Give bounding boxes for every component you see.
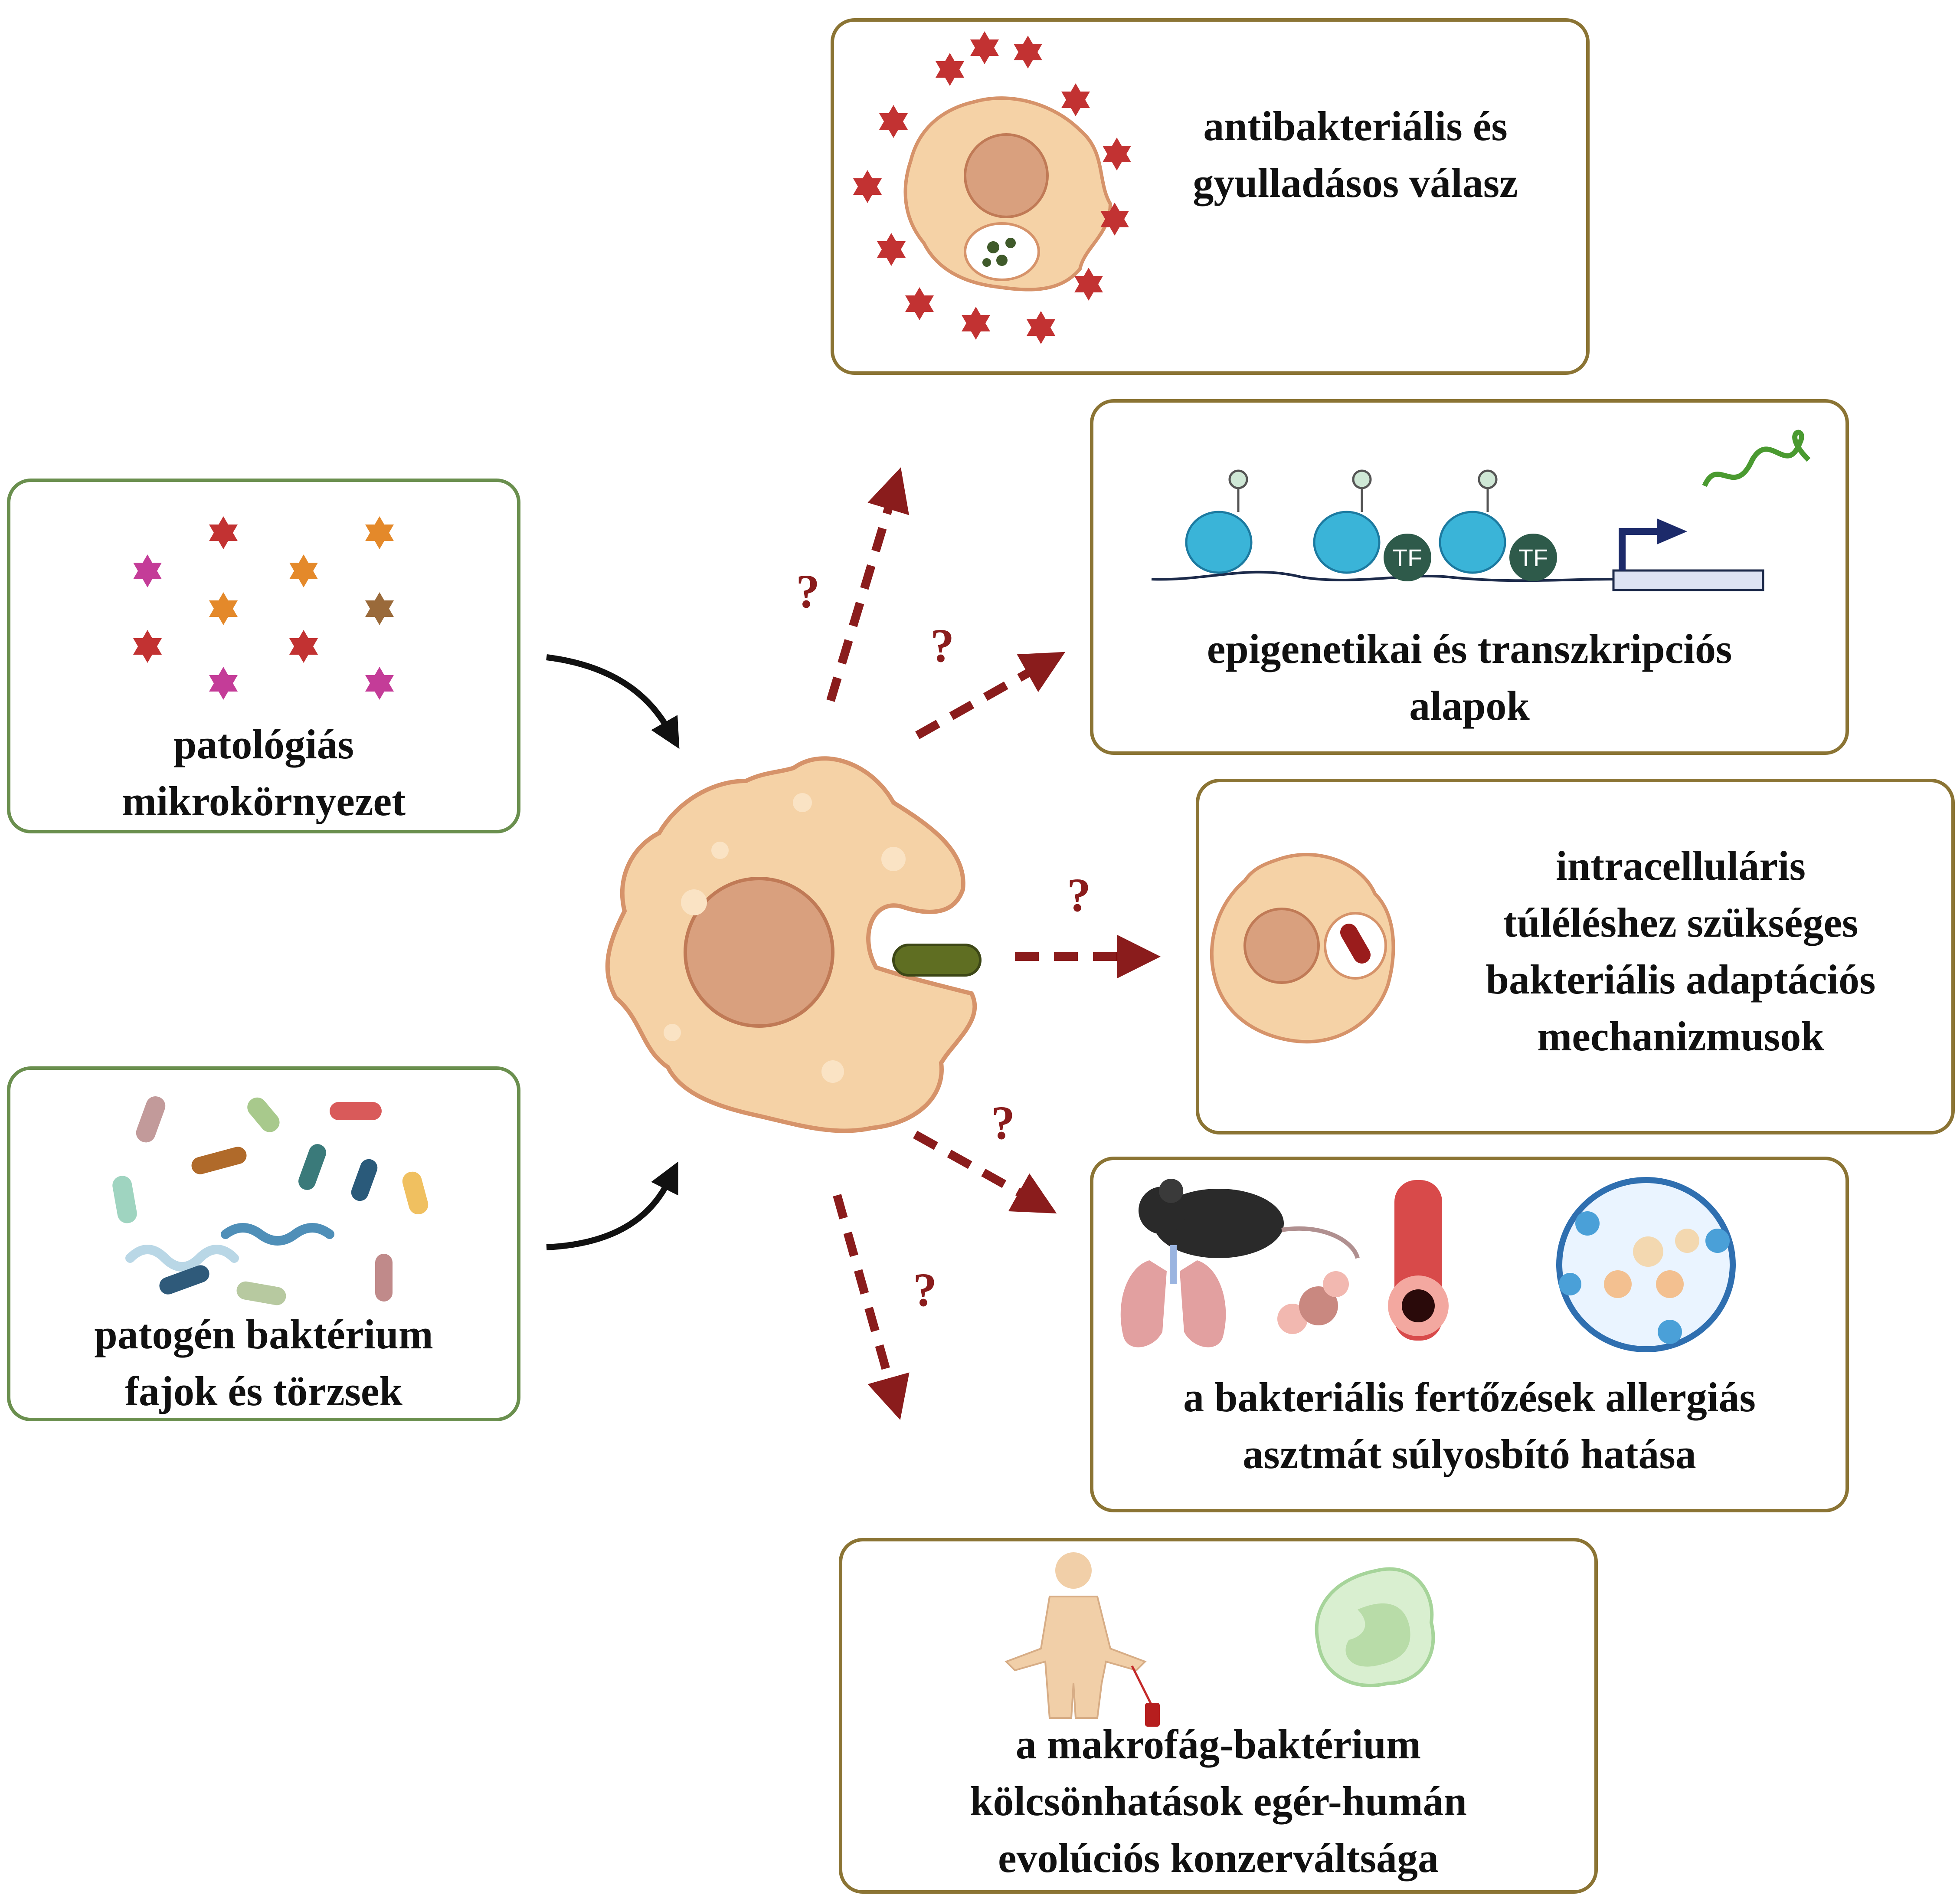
question-mark: ?	[796, 565, 820, 618]
transcript-icon	[1702, 429, 1811, 487]
epigenetic-label: epigenetikai és transzkripciós alapok	[1207, 626, 1732, 729]
gene-icon	[1612, 569, 1764, 591]
microenvironment-label: patológiás mikrokörnyezet	[121, 721, 406, 824]
bacterium-icon	[298, 1144, 326, 1190]
question-mark: ?	[991, 1096, 1015, 1149]
arrow-to-epigenetic	[915, 652, 1066, 739]
question-mark: ?	[930, 619, 954, 672]
bacterium-icon	[112, 1176, 137, 1223]
chromatin-illustration: TF TF	[1151, 429, 1811, 591]
transcription-factor-icon	[1384, 534, 1431, 581]
question-mark: ?	[913, 1263, 937, 1316]
activated-macrophage-illustration	[853, 31, 1131, 344]
svg-text:TF: TF	[1518, 544, 1548, 571]
blood-bag-icon	[1145, 1703, 1160, 1727]
bacterium-icon	[375, 1254, 393, 1302]
nucleosome-icon	[1439, 511, 1506, 574]
bacterium-icon	[1340, 924, 1371, 964]
cytokine-star-icon	[289, 554, 318, 587]
spirochete-icon	[125, 1245, 239, 1272]
cytokine-star-icon	[365, 516, 394, 549]
cytokine-star-icon	[365, 592, 394, 625]
bacterium-icon	[191, 1147, 247, 1174]
intracellular-survival-label: intracelluláris túléléshez szükséges bak…	[1486, 843, 1876, 1059]
promoter-arrow-icon	[1657, 518, 1687, 544]
spirochete-icon	[221, 1223, 334, 1246]
bacterium-icon	[402, 1171, 429, 1215]
input-arrow-bacteria	[546, 1161, 678, 1250]
bacterium-icon	[351, 1159, 378, 1201]
bacterium-icon	[892, 944, 982, 977]
cytokine-star-icon	[209, 516, 238, 549]
human-icon	[1055, 1552, 1092, 1589]
infected-macrophage-illustration	[1210, 852, 1395, 1044]
antibacterial-response-label: antibakteriális és gyulladásos válasz	[1193, 103, 1518, 206]
cytokine-star-icon	[289, 630, 318, 663]
evolution-illustration	[1005, 1552, 1435, 1727]
lungs-icon	[1120, 1260, 1167, 1347]
evolution-box	[839, 1538, 1598, 1894]
cytokine-star-icon	[133, 554, 162, 587]
mouse-icon	[1154, 1189, 1284, 1258]
alveoli-icon	[1323, 1271, 1349, 1297]
cytokine-star-icon	[209, 592, 238, 625]
svg-text:TF: TF	[1393, 544, 1422, 571]
microenvironment-box	[7, 479, 520, 833]
question-mark: ?	[1067, 869, 1091, 921]
arrow-to-antibacterial	[826, 467, 909, 702]
bacteria-assortment	[112, 1096, 429, 1305]
bacterium-icon	[236, 1281, 286, 1305]
evolution-label: a makrofág-baktérium kölcsönhatások egér…	[970, 1721, 1467, 1881]
transcription-factor-icon	[1509, 534, 1557, 581]
nucleosome-icon	[1185, 511, 1253, 574]
arrow-to-evolution	[833, 1194, 910, 1420]
cytokine-star-icon	[133, 630, 162, 663]
input-arrow-microenvironment	[546, 654, 680, 749]
bacterium-icon	[159, 1265, 209, 1295]
bacteria-species-label: patogén baktérium fajok és törzsek	[94, 1311, 433, 1414]
asthma-illustration	[1120, 1177, 1736, 1352]
cytokine-star-icon	[365, 667, 394, 700]
asthma-label: a bakteriális fertőzések allergiás asztm…	[1183, 1374, 1756, 1477]
bacterium-icon	[330, 1102, 382, 1120]
arrow-to-asthma	[913, 1131, 1057, 1214]
cytokine-stars	[133, 516, 394, 700]
central-macrophage	[605, 756, 982, 1133]
nucleosome-icon	[1313, 511, 1381, 574]
bacterium-icon	[136, 1096, 166, 1143]
nucleus-icon	[684, 877, 834, 1028]
bacterium-icon	[247, 1097, 280, 1132]
cytokine-star-icon	[209, 667, 238, 700]
